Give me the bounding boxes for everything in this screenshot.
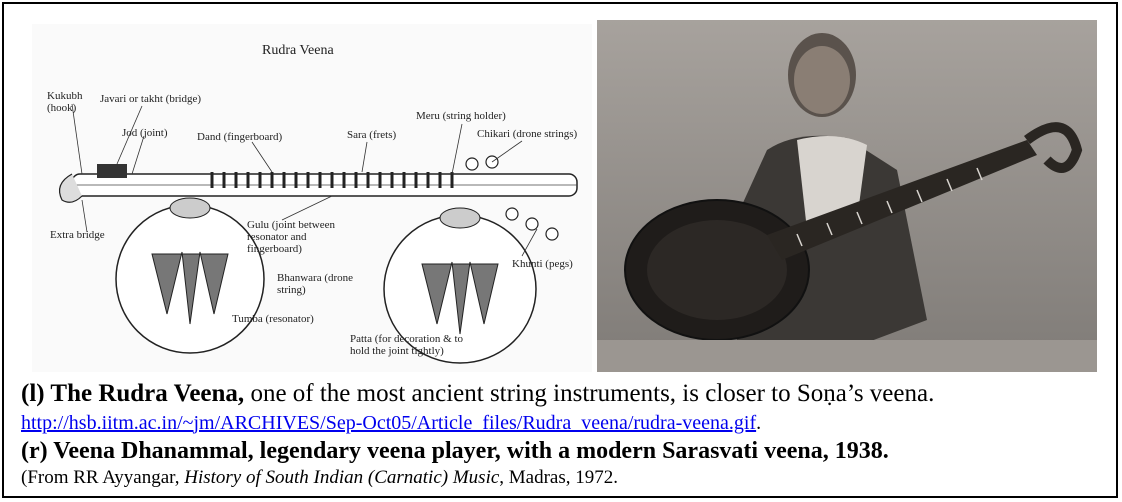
label-dand: Dand (fingerboard) — [197, 131, 283, 143]
label-bhanwara-1: Bhanwara (drone — [277, 272, 353, 284]
label-sara: Sara (frets) — [347, 129, 397, 141]
rudra-veena-diagram: Rudra Veena — [32, 24, 592, 372]
citation-book-title: History of South Indian (Carnatic) Music — [184, 467, 499, 488]
rudra-veena-illustration: Rudra Veena — [32, 24, 592, 372]
caption-block: (l) The Rudra Veena, one of the most anc… — [21, 379, 1111, 490]
label-chikari: Chikari (drone strings) — [477, 128, 578, 140]
veena-player-photo — [597, 20, 1097, 372]
label-patta-1: Patta (for decoration & to — [350, 333, 464, 345]
source-link-period: . — [756, 412, 761, 434]
source-link[interactable]: http://hsb.iitm.ac.in/~jm/ARCHIVES/Sep-O… — [21, 412, 756, 434]
tumba-left — [116, 198, 264, 353]
label-gulu-2: resonator and — [247, 231, 307, 243]
caption-left-text: one of the most ancient string instrumen… — [244, 380, 934, 407]
photo-illustration — [597, 20, 1097, 372]
label-tumba: Tumba (resonator) — [232, 313, 314, 325]
label-bhanwara-2: string) — [277, 284, 306, 296]
label-gulu-3: fingerboard) — [247, 243, 302, 255]
citation-prefix: (From RR Ayyangar, — [21, 467, 184, 488]
caption-right-heading: (r) Veena Dhanammal, legendary veena pla… — [21, 437, 1111, 465]
label-kukubh-sub: (hook) — [47, 102, 77, 114]
caption-left-heading: (l) The Rudra Veena, — [21, 380, 244, 407]
label-jod: Jod (joint) — [122, 127, 168, 139]
label-kukubh: Kukubh — [47, 90, 83, 102]
label-patta-2: hold the joint tightly) — [350, 345, 444, 357]
label-extra-bridge: Extra bridge — [50, 229, 105, 241]
caption-line-2: http://hsb.iitm.ac.in/~jm/ARCHIVES/Sep-O… — [21, 412, 1111, 436]
citation-suffix: , Madras, 1972. — [499, 467, 618, 488]
label-khunti: Khunti (pegs) — [512, 258, 573, 270]
caption-line-1: (l) The Rudra Veena, one of the most anc… — [21, 379, 1111, 409]
caption-line-4: (From RR Ayyangar, History of South Indi… — [21, 467, 1111, 489]
diagram-title: Rudra Veena — [262, 43, 334, 58]
label-meru: Meru (string holder) — [416, 110, 506, 122]
label-javari: Javari or takht (bridge) — [100, 93, 201, 105]
label-gulu-1: Gulu (joint between — [247, 219, 335, 231]
